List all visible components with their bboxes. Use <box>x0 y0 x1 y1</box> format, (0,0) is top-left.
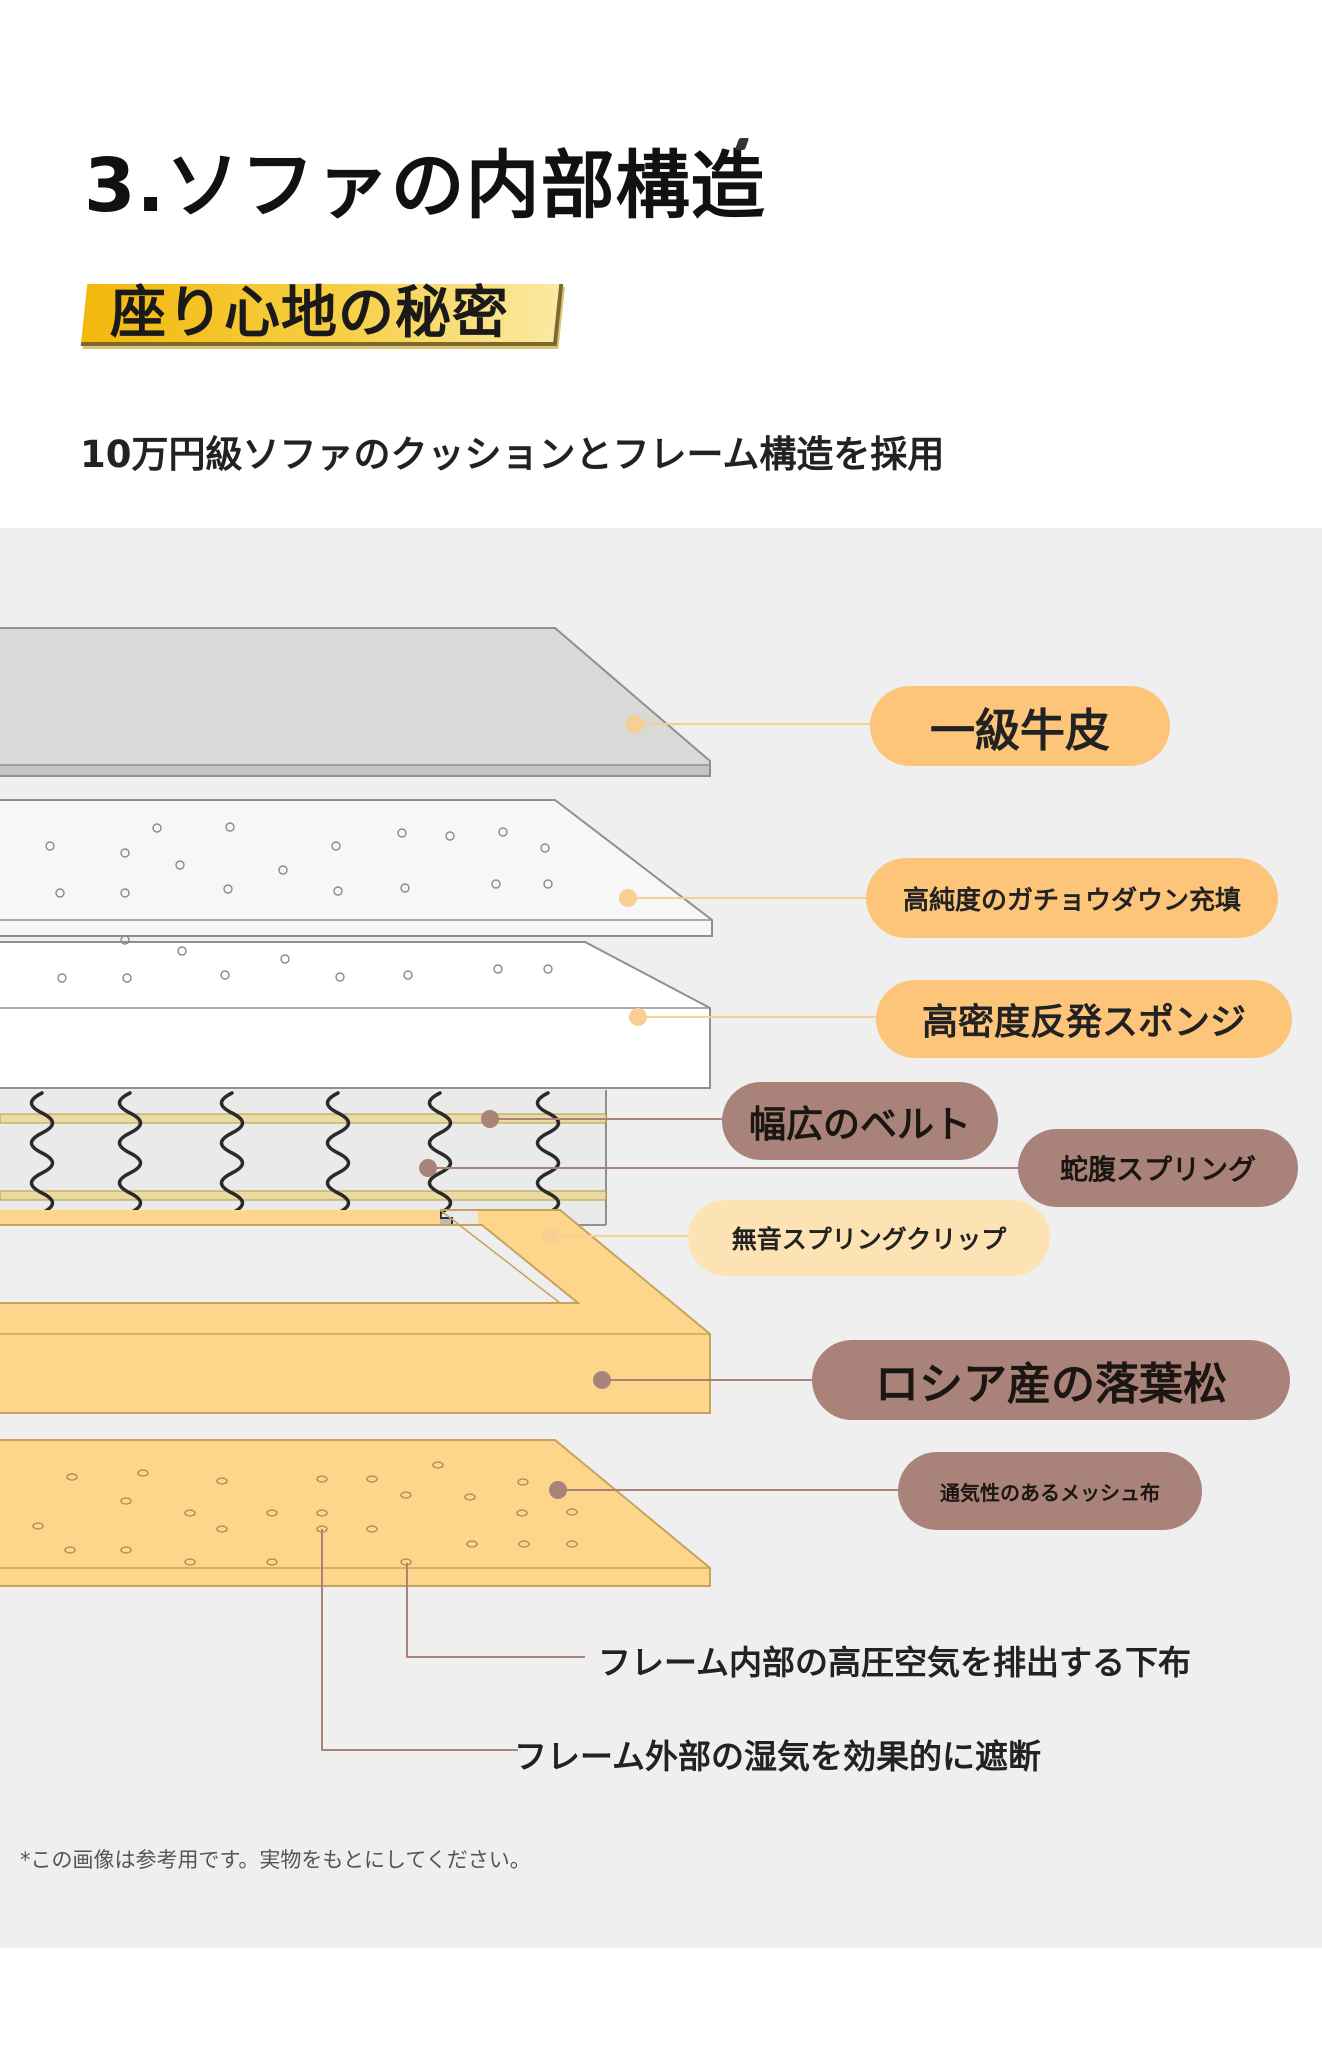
label-silent-clip: 無音スプリングクリップ <box>688 1200 1050 1276</box>
note-outer-moisture: フレーム外部の湿気を効果的に遮断 <box>514 1737 1042 1776</box>
leader-dots <box>419 715 647 1499</box>
layer-illustration <box>0 627 1022 1751</box>
sponge-layer <box>0 941 711 1089</box>
label-goose-down: 高純度のガチョウダウン充填 <box>866 858 1278 938</box>
subtitle: 10万円級ソファのクッションとフレーム構造を採用 <box>80 433 945 476</box>
label-wide-belt: 幅広のベルト <box>722 1082 998 1160</box>
label-mesh-cloth: 通気性のあるメッシュ布 <box>898 1452 1202 1530</box>
serpentine-springs <box>29 1091 561 1227</box>
belt-bottom <box>0 1190 607 1201</box>
larch-frame <box>0 1209 711 1414</box>
leader-lines <box>321 723 1022 1751</box>
mesh-holes <box>32 1461 578 1566</box>
note-inner-air: フレーム内部の高圧空気を排出する下布 <box>598 1643 1192 1682</box>
label-leather: 一級牛皮 <box>870 686 1170 766</box>
down-layer <box>0 799 713 937</box>
page-title: 3.ソファの内部構造 <box>84 143 766 229</box>
sponge-dots <box>57 935 553 983</box>
badge-label: 座り心地の秘密 <box>110 281 509 346</box>
spring-section <box>0 1090 607 1239</box>
disclaimer: *この画像は参考用です。実物をもとにしてください。 <box>20 1848 531 1872</box>
label-serpentine-spring: 蛇腹スプリング <box>1018 1129 1298 1207</box>
label-larch: ロシア産の落葉松 <box>812 1340 1290 1420</box>
structure-diagram: 一級牛皮 高純度のガチョウダウン充填 高密度反発スポンジ 幅広のベルト 蛇腹スプ… <box>0 528 1322 1948</box>
down-dots <box>45 822 553 898</box>
label-sponge: 高密度反発スポンジ <box>876 980 1292 1058</box>
mesh-layer <box>0 1439 711 1587</box>
leather-layer <box>0 627 711 777</box>
